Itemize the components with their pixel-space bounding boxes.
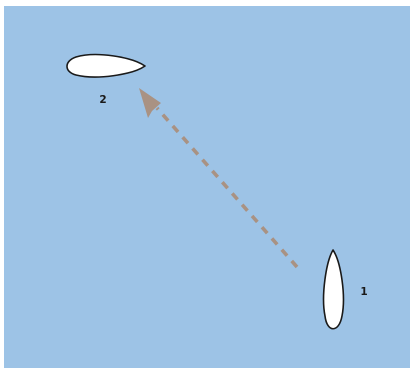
boat-label-1: 1 xyxy=(360,286,367,298)
boat-label-2: 2 xyxy=(99,94,106,106)
water-background xyxy=(4,6,410,368)
